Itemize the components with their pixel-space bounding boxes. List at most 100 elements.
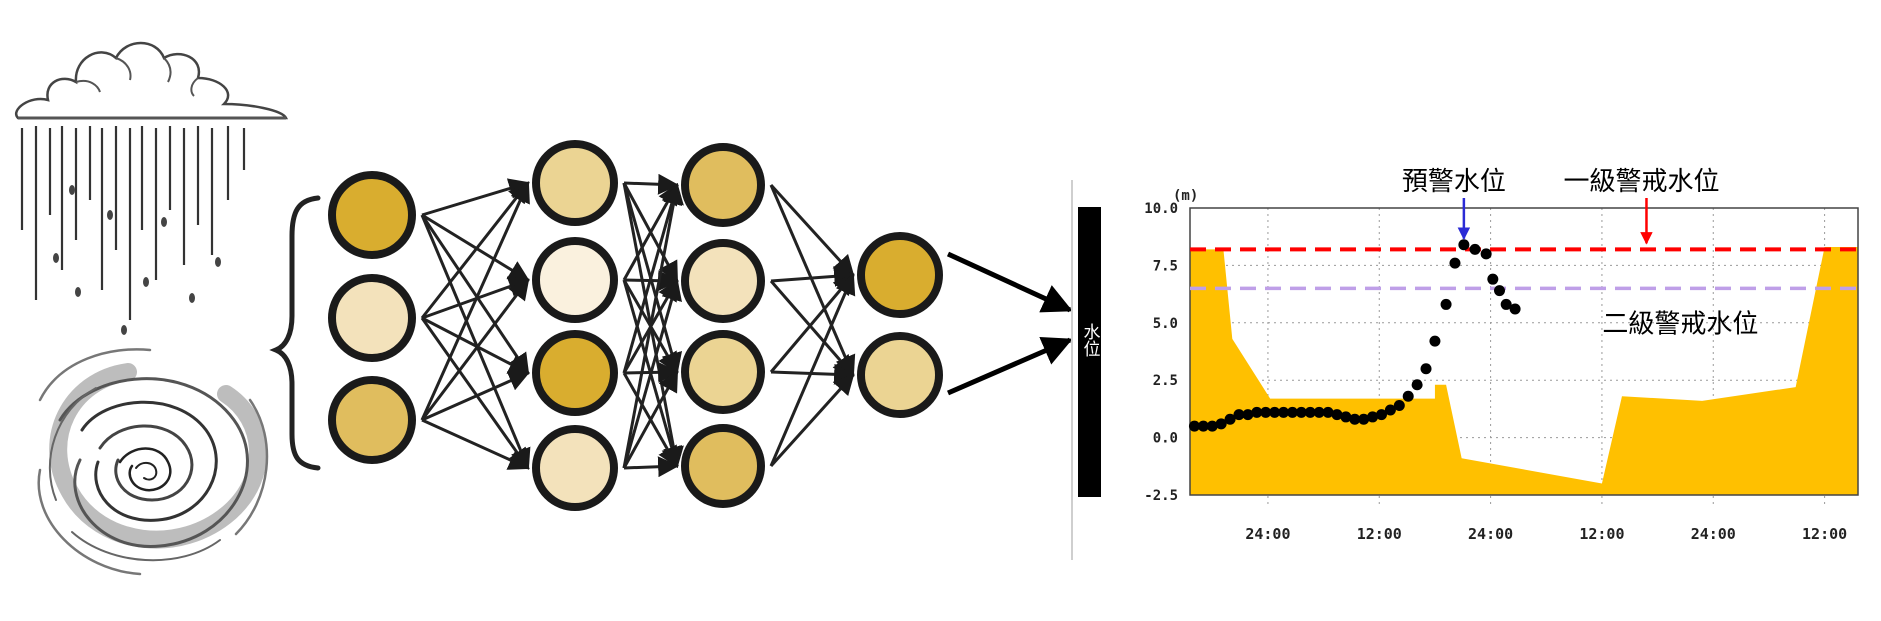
network-node: [532, 425, 618, 511]
observed-point: [1494, 285, 1506, 297]
level2-alert-label: 二級警戒水位: [1602, 310, 1758, 340]
input-brace: [269, 195, 321, 471]
y-axis-unit: (m): [1173, 188, 1198, 204]
water-level-area: [1190, 247, 1858, 495]
y-tick-label: -2.5: [1144, 488, 1178, 504]
connection-arrow: [421, 178, 531, 217]
observed-point: [1367, 411, 1379, 423]
output-arrow-lower: [947, 337, 1073, 396]
x-tick-label: 12:00: [1802, 525, 1847, 543]
connection-arrow: [769, 373, 855, 468]
observed-point: [1286, 406, 1298, 418]
observed-point: [1469, 243, 1481, 255]
network-node: [681, 143, 765, 227]
connection-arrow: [420, 214, 530, 375]
connection-arrow: [769, 273, 856, 467]
observed-point: [1440, 298, 1452, 310]
observed-point: [1215, 418, 1227, 430]
observed-point: [1480, 248, 1492, 260]
x-tick-label: 24:00: [1691, 525, 1736, 543]
warning-level-label: 預警水位: [1402, 167, 1506, 197]
rain-cloud-icon: [15, 41, 289, 335]
network-node: [681, 424, 765, 508]
connection-arrow: [421, 418, 530, 470]
y-tick-label: 7.5: [1153, 258, 1178, 274]
connection-arrow: [769, 183, 855, 277]
observed-point: [1340, 411, 1352, 423]
network-node: [328, 376, 416, 464]
connection-arrow: [421, 316, 530, 375]
connection-arrow: [420, 181, 530, 421]
connection-arrow: [622, 278, 682, 469]
network-node: [532, 140, 618, 226]
connection-arrow: [420, 278, 530, 421]
observed-point: [1260, 406, 1272, 418]
observed-point: [1197, 420, 1209, 432]
y-tick-label: 2.5: [1153, 373, 1178, 389]
connection-arrow: [769, 273, 855, 373]
typhoon-icon: [37, 348, 269, 576]
observed-point: [1295, 406, 1307, 418]
y-axis-title: 水位: [1080, 323, 1101, 357]
observed-point: [1278, 406, 1290, 418]
network-node: [857, 232, 943, 318]
output-arrow-upper: [946, 251, 1073, 313]
observed-point: [1304, 406, 1316, 418]
observed-point: [1269, 406, 1281, 418]
connection-arrow: [623, 456, 680, 478]
y-tick-labels: 10.0 7.5 5.0 2.5 0.0 -2.5: [1144, 201, 1178, 504]
observed-point: [1233, 409, 1245, 421]
network-node: [532, 237, 618, 323]
observed-point: [1393, 399, 1405, 411]
y-tick-label: 5.0: [1153, 316, 1178, 332]
network-node: [681, 330, 765, 414]
observed-point: [1358, 413, 1370, 425]
connection-arrow: [421, 371, 530, 422]
observed-point: [1242, 409, 1254, 421]
connection-arrow: [420, 181, 530, 319]
x-tick-label: 24:00: [1245, 525, 1290, 543]
connection-arrow: [622, 182, 682, 374]
x-tick-label: 12:00: [1579, 525, 1624, 543]
observed-point: [1449, 257, 1461, 269]
observed-point: [1500, 298, 1512, 310]
y-tick-label: 0.0: [1153, 431, 1178, 447]
observed-point: [1429, 335, 1441, 347]
network-connections: [420, 173, 856, 478]
observed-point: [1313, 406, 1325, 418]
observed-point: [1384, 404, 1396, 416]
network-node: [328, 274, 416, 362]
x-tick-label: 12:00: [1357, 525, 1402, 543]
network-node: [857, 332, 943, 418]
observed-point: [1349, 413, 1361, 425]
observed-point: [1322, 406, 1334, 418]
x-tick-labels: 24:00 12:00 24:00 12:00 24:00 12:00: [1245, 525, 1847, 543]
connection-arrow: [623, 173, 680, 195]
observed-points: [1188, 239, 1521, 432]
connection-arrow: [420, 214, 531, 470]
observed-point: [1206, 420, 1218, 432]
connection-arrow: [420, 317, 530, 470]
connection-arrow: [769, 184, 856, 377]
network-node: [681, 239, 765, 323]
observed-point: [1224, 413, 1236, 425]
x-tick-label: 24:00: [1468, 525, 1513, 543]
threshold-lines: [1190, 247, 1858, 291]
observed-point: [1458, 239, 1470, 251]
y-tick-label: 10.0: [1144, 201, 1178, 217]
plot-frame: [1189, 207, 1859, 496]
observed-point: [1188, 420, 1200, 432]
chart-labels: 預警水位一級警戒水位二級警戒水位: [1402, 167, 1758, 340]
connection-arrow: [622, 182, 684, 469]
observed-point: [1487, 273, 1499, 285]
network-node: [532, 330, 618, 416]
y-axis-title-bar: [1078, 207, 1101, 497]
observed-point: [1251, 406, 1263, 418]
observed-point: [1411, 379, 1423, 391]
observed-point: [1509, 303, 1521, 315]
network-node: [328, 171, 416, 259]
network-nodes: [328, 140, 943, 511]
connection-arrow: [421, 213, 530, 282]
